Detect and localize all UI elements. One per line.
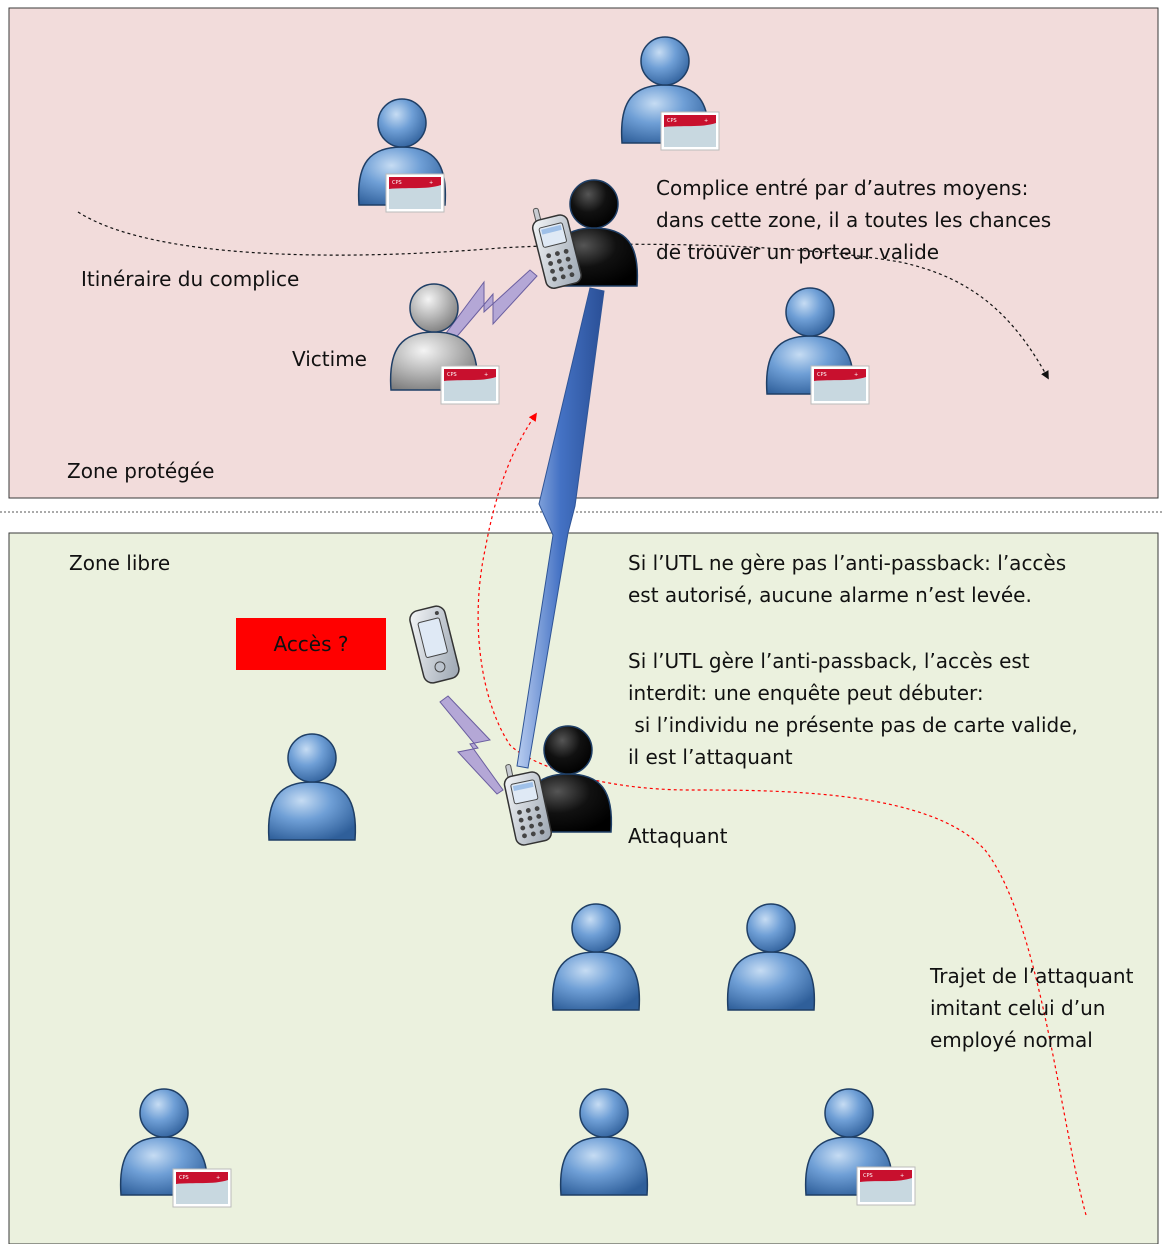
free-zone-label: Zone libre: [69, 551, 171, 575]
cps-card-icon: [856, 1166, 916, 1206]
cps-card-icon: [172, 1168, 232, 1208]
note-line: il est l’attaquant: [628, 745, 793, 769]
attacker-route-note: Trajet de l’attaquant imitant celui d’un…: [930, 960, 1133, 1056]
cps-card-icon: [810, 365, 870, 405]
note-line: interdit: une enquête peut débuter:: [628, 681, 984, 705]
cps-card-icon: [440, 365, 500, 405]
relay-link: [516, 287, 605, 769]
victim-label: Victime: [292, 347, 367, 371]
reader-wireless-link: [439, 695, 504, 795]
accomplice-note: Complice entré par d’autres moyens: dans…: [656, 172, 1051, 268]
cps-card-icon: [660, 111, 720, 151]
accomplice-route-path: [77, 211, 1049, 380]
note-line: est autorisé, aucune alarme n’est levée.: [628, 583, 1032, 607]
utl-antipassback-note: Si l’UTL gère l’anti-passback, l’accès e…: [628, 645, 1078, 773]
access-status-box: Accès ?: [236, 618, 386, 670]
victim-wireless-link: [434, 269, 538, 355]
protected-zone-label: Zone protégée: [67, 459, 215, 483]
accomplice-note-line: Complice entré par d’autres moyens:: [656, 176, 1029, 200]
cps-card-icon: [385, 173, 445, 213]
note-line: Si l’UTL ne gère pas l’anti-passback: l’…: [628, 551, 1067, 575]
access-reader-icon: [409, 605, 460, 684]
accomplice-route-label: Itinéraire du complice: [81, 267, 300, 291]
access-status-label: Accès ?: [273, 632, 349, 656]
free-zone: [8, 532, 1159, 1244]
note-line: imitant celui d’un: [930, 996, 1106, 1020]
accomplice-note-line: de trouver un porteur valide: [656, 240, 940, 264]
note-line: si l’individu ne présente pas de carte v…: [628, 713, 1078, 737]
accomplice-note-line: dans cette zone, il a toutes les chances: [656, 208, 1052, 232]
note-line: Trajet de l’attaquant: [930, 964, 1134, 988]
note-line: employé normal: [930, 1028, 1093, 1052]
utl-no-antipassback-note: Si l’UTL ne gère pas l’anti-passback: l’…: [628, 547, 1066, 611]
note-line: Si l’UTL gère l’anti-passback, l’accès e…: [628, 649, 1030, 673]
attacker-label: Attaquant: [628, 824, 728, 848]
